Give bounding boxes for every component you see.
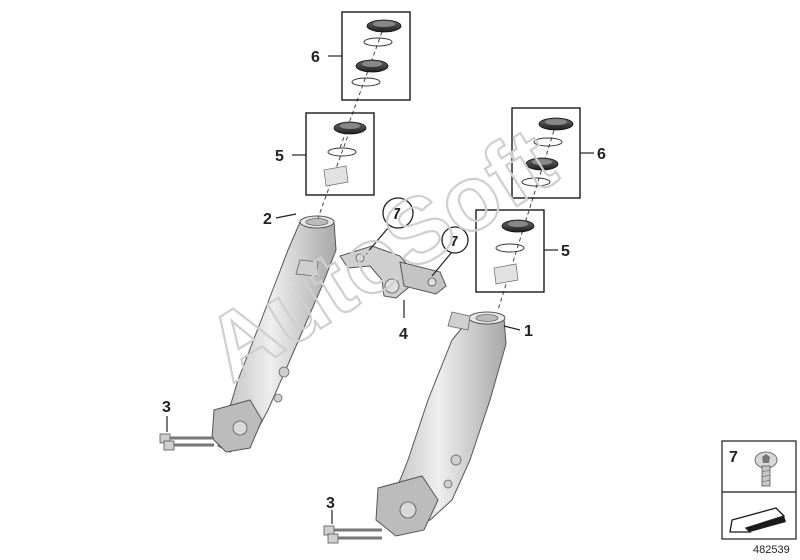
- arrow-icon: [729, 507, 786, 533]
- callout-7-circle-b: [441, 226, 469, 254]
- callout-2: 2: [263, 211, 272, 228]
- fork-tube-left: [211, 215, 337, 453]
- seal-kit-6-left: [351, 19, 402, 87]
- torx-bolt-icon: [754, 451, 778, 487]
- callout-5-right: 5: [561, 243, 570, 260]
- legend-number: 7: [729, 449, 738, 466]
- diagram-reference-number: 482539: [753, 544, 790, 556]
- callout-3-left: 3: [162, 399, 171, 416]
- callout-7-b: 7: [450, 233, 458, 250]
- callout-7-a: 7: [392, 206, 401, 223]
- bolts-right: [323, 525, 382, 544]
- callout-3-right: 3: [326, 495, 335, 512]
- seal-kit-5-left: [323, 121, 367, 187]
- seal-kit-5-right: [493, 219, 535, 285]
- fork-tube-right: [375, 311, 507, 537]
- callout-4: 4: [399, 326, 408, 343]
- callout-7-circle-a: [382, 197, 414, 229]
- bolts-left: [159, 433, 214, 451]
- assembly-axis-5-left: [317, 129, 351, 219]
- legend-panel: 7: [721, 440, 797, 540]
- kit-box-5-left: [305, 112, 375, 196]
- seal-kit-6-right: [521, 117, 574, 187]
- callout-5-left: 5: [275, 148, 284, 165]
- callout-6-left: 6: [311, 49, 320, 66]
- kit-box-5-right: [475, 209, 545, 293]
- callout-1: 1: [524, 323, 533, 340]
- fork-bridge-bracket: [339, 245, 447, 299]
- watermark-text: AutoSoft: [189, 109, 572, 401]
- callout-6-right: 6: [597, 146, 606, 163]
